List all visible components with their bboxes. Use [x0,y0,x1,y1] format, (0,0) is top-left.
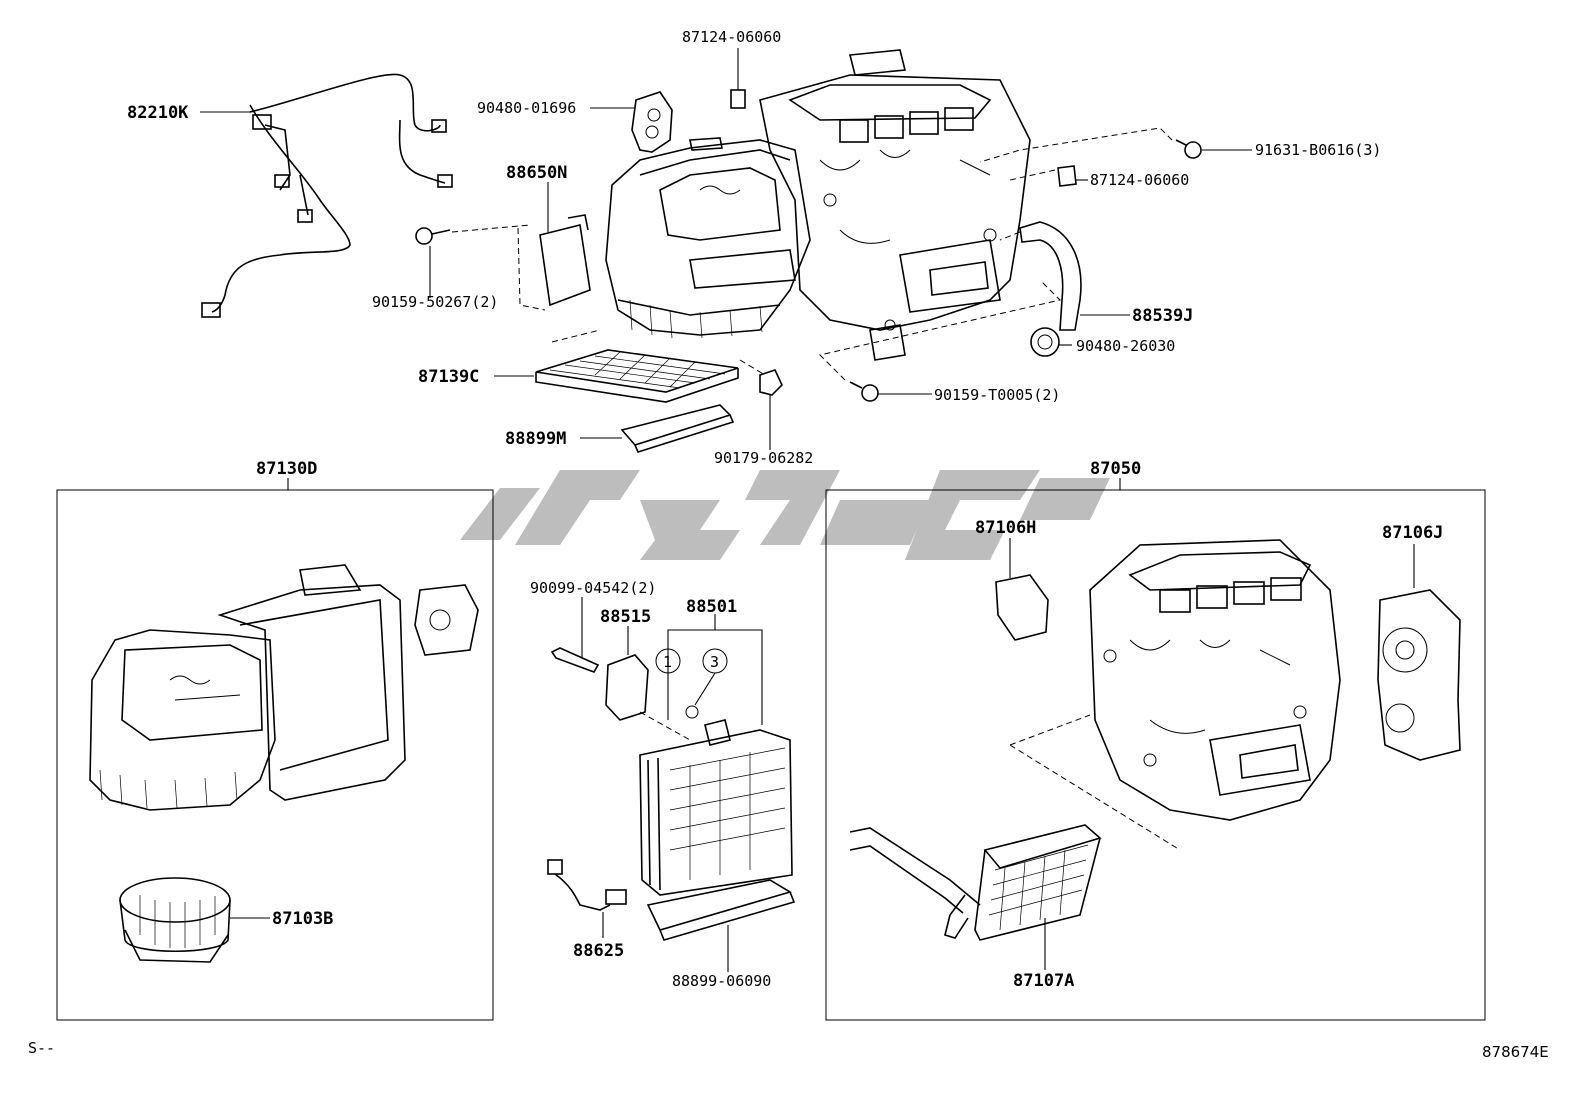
label-87107a: 87107A [1013,971,1074,991]
label-87124-06060-top: 87124-06060 [682,28,781,46]
pad-87124-top [730,48,746,109]
label-87139c: 87139C [418,367,479,387]
label-90480-26030: 90480-26030 [1076,337,1175,355]
bolt-91631 [979,127,1252,163]
watermark-logo [460,470,1110,560]
hose-88539j [999,221,1130,331]
box-87130d [56,478,494,1021]
label-91631-b0616: 91631-B0616(3) [1255,141,1381,159]
corner-code-right: 878674E [1482,1043,1549,1061]
pad-87124-right [1009,165,1088,187]
control-module-88650n [539,182,591,307]
label-88515: 88515 [600,607,651,627]
screw-90159-t0005 [819,279,1061,402]
screw-90159-50267 [415,224,546,311]
wire-harness-82210k [200,73,453,318]
grommet-90179-06282 [759,369,783,450]
label-87103b: 87103B [272,909,333,929]
grommet-90480-26030 [1030,327,1072,357]
corner-code-left: S-- [28,1039,55,1057]
grommet-90480-01696 [590,91,673,153]
cover-88899m [551,329,766,453]
label-90159-50267: 90159-50267(2) [372,293,498,311]
label-88650n: 88650N [506,163,567,183]
ac-unit-assembly-top [605,49,1031,361]
label-90480-01696: 90480-01696 [477,99,576,117]
label-87050: 87050 [1090,459,1141,479]
box-87050 [825,478,1486,1021]
label-90099-04542: 90099-04542(2) [530,579,656,597]
evaporator-group [547,597,796,972]
label-87130d: 87130D [256,459,317,479]
label-88539j: 88539J [1132,306,1193,326]
label-88899-06090: 88899-06090 [672,972,771,990]
label-87106j: 87106J [1382,523,1443,543]
label-82210k: 82210K [127,103,189,123]
label-87124-06060-right: 87124-06060 [1090,171,1189,189]
label-88501: 88501 [686,597,737,617]
callout-1: 1 [663,653,672,671]
label-90179-06282: 90179-06282 [714,449,813,467]
label-90159-t0005: 90159-T0005(2) [934,386,1060,404]
label-88899m: 88899M [505,429,566,449]
filter-87139c [494,349,739,403]
label-88625: 88625 [573,941,624,961]
label-87106h: 87106H [975,518,1036,538]
callout-3: 3 [710,653,719,671]
